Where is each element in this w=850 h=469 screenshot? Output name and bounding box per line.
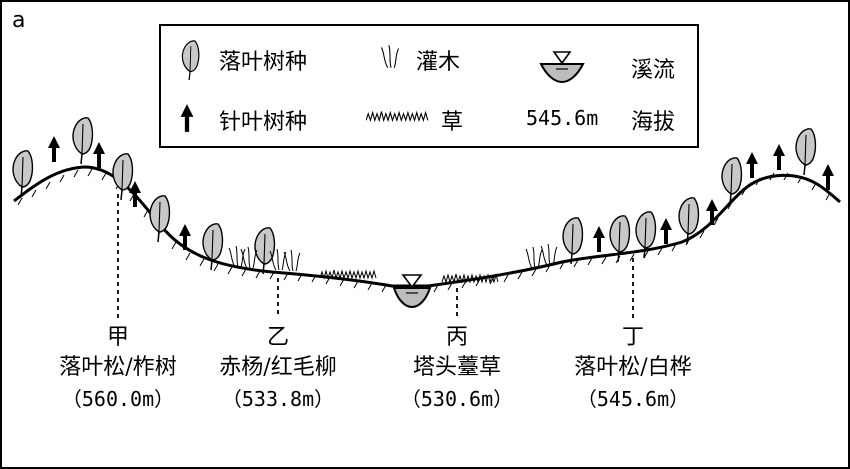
deciduous-tree-icon (562, 217, 584, 265)
conifer-tree-icon (93, 142, 105, 168)
shrub-icon (380, 44, 400, 69)
site-id: 丁 (621, 325, 644, 350)
site-ding: 丁 落叶松/白桦 （545.6m） (533, 324, 733, 414)
ground-ticks (17, 168, 831, 293)
deciduous-tree-icon (112, 153, 134, 201)
site-species: 赤杨/红毛柳 (219, 355, 337, 380)
legend-stream-label: 溪流 (631, 58, 676, 83)
legend-conifer-label: 针叶树种 (219, 110, 308, 135)
shrub-icon (525, 246, 543, 269)
stream-icon (539, 51, 585, 84)
legend-shrub-label: 灌木 (416, 50, 461, 75)
site-id: 丙 (445, 325, 468, 350)
deciduous-tree-icon (72, 117, 94, 165)
conifer-tree-icon (660, 218, 672, 244)
grass-icon (366, 110, 429, 121)
deciduous-tree-icon (795, 128, 817, 176)
deciduous-tree-icon (181, 40, 200, 80)
legend: 落叶树种 灌木 溪流 针叶树种 草 545.6m 海拔 (159, 24, 699, 148)
conifer-tree-icon (746, 152, 758, 178)
grass-icon (319, 269, 377, 279)
conifer-tree-icon (822, 164, 834, 190)
site-species: 落叶松/白桦 (574, 355, 692, 380)
site-elevation: （545.6m） (576, 387, 690, 411)
legend-elevation-label: 海拔 (631, 110, 676, 135)
legend-elevation-sample: 545.6m (526, 106, 599, 130)
site-id: 甲 (106, 325, 129, 350)
site-id: 乙 (266, 325, 289, 350)
site-species: 塔头薹草 (412, 355, 501, 380)
terrain-profile (13, 165, 841, 288)
legend-grass-label: 草 (441, 110, 464, 135)
conifer-tree-icon (180, 104, 194, 132)
stream-icon (392, 274, 432, 309)
conifer-tree-icon (773, 144, 785, 170)
site-elevation: （560.0m） (61, 387, 175, 411)
shrub-icon (228, 245, 246, 268)
site-elevation: （533.8m） (221, 387, 335, 411)
shrub-icon (540, 243, 558, 266)
site-elevation: （530.6m） (400, 387, 514, 411)
shrub-icon (283, 249, 301, 272)
deciduous-tree-icon (721, 157, 743, 205)
conifer-tree-icon (593, 226, 605, 252)
shrub-icon (240, 246, 258, 269)
deciduous-tree-icon (149, 195, 171, 243)
legend-deciduous-label: 落叶树种 (219, 50, 308, 75)
conifer-tree-icon (129, 181, 141, 207)
deciduous-tree-icon (678, 197, 700, 245)
site-species: 落叶松/柞树 (59, 355, 177, 380)
site-bing: 丙 塔头薹草 （530.6m） (357, 324, 557, 414)
site-yi: 乙 赤杨/红毛柳 （533.8m） (178, 324, 378, 414)
site-jia: 甲 落叶松/柞树 （560.0m） (18, 324, 218, 414)
conifer-tree-icon (48, 136, 60, 162)
panel-letter: a (12, 8, 26, 33)
deciduous-tree-icon (254, 227, 276, 275)
